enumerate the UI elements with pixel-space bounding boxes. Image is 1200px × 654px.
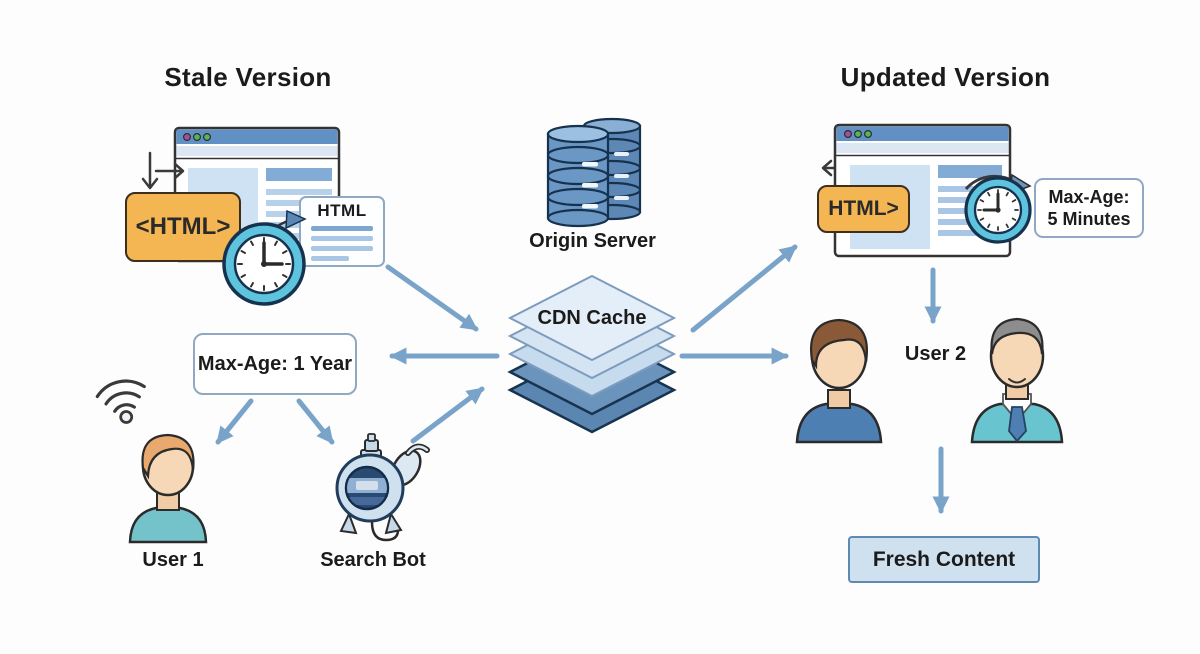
doc-line — [311, 246, 373, 251]
cdn-cache-label: CDN Cache — [537, 307, 647, 329]
html-doc-label: HTML — [317, 201, 367, 220]
search-bot-label: Search Bot — [320, 549, 426, 571]
flow-arrows — [215, 244, 950, 514]
db-stack-front — [546, 124, 610, 228]
arrow-bot-to-cdn — [410, 386, 485, 444]
hair — [990, 317, 1044, 355]
origin-server-icon — [546, 117, 642, 228]
smile — [1008, 378, 1026, 384]
hair — [141, 433, 195, 480]
doc-line — [311, 236, 373, 241]
wifi-icon — [95, 379, 146, 424]
html-updated-box: HTML> — [817, 185, 910, 233]
user1-label: User 1 — [142, 549, 204, 571]
browser-titlebar — [176, 129, 338, 144]
max-age-line1: Max-Age: — [1048, 186, 1130, 207]
origin-server-label: Origin Server — [529, 230, 656, 252]
max-age-line2: 5 Minutes — [1047, 209, 1131, 229]
browser-titlebar — [836, 126, 1009, 141]
doc-line — [311, 226, 373, 231]
fresh-content-box: Fresh Content — [848, 536, 1040, 583]
arrow-cdn-to-browser — [690, 244, 798, 333]
user2b-avatar — [970, 317, 1064, 444]
stale-version-title: Stale Version — [164, 62, 332, 92]
arrow-maxage-to-user1 — [215, 398, 254, 445]
html-doc-card: HTML — [299, 196, 385, 267]
search-bot-icon — [335, 433, 430, 542]
html-source-box: <HTML> — [125, 192, 241, 262]
browser-titlebar-dots — [843, 130, 872, 139]
updated-version-title: Updated Version — [840, 62, 1051, 92]
hair — [810, 318, 868, 370]
user2-avatar — [795, 318, 883, 444]
browser-titlebar-dots — [183, 133, 212, 142]
doc-line — [311, 256, 350, 261]
user1-avatar — [128, 433, 208, 544]
arrow-maxage-to-bot — [296, 398, 335, 445]
user2-label: User 2 — [904, 343, 967, 365]
max-age-1-year-box: Max-Age: 1 Year — [193, 333, 357, 395]
arrow-doc-to-cdn — [385, 264, 479, 332]
cdn-cache-icon — [507, 274, 677, 434]
max-age-5-minutes-box: Max-Age: 5 Minutes — [1034, 178, 1144, 238]
request-arrows-icon — [141, 151, 185, 190]
tie — [1008, 406, 1027, 443]
